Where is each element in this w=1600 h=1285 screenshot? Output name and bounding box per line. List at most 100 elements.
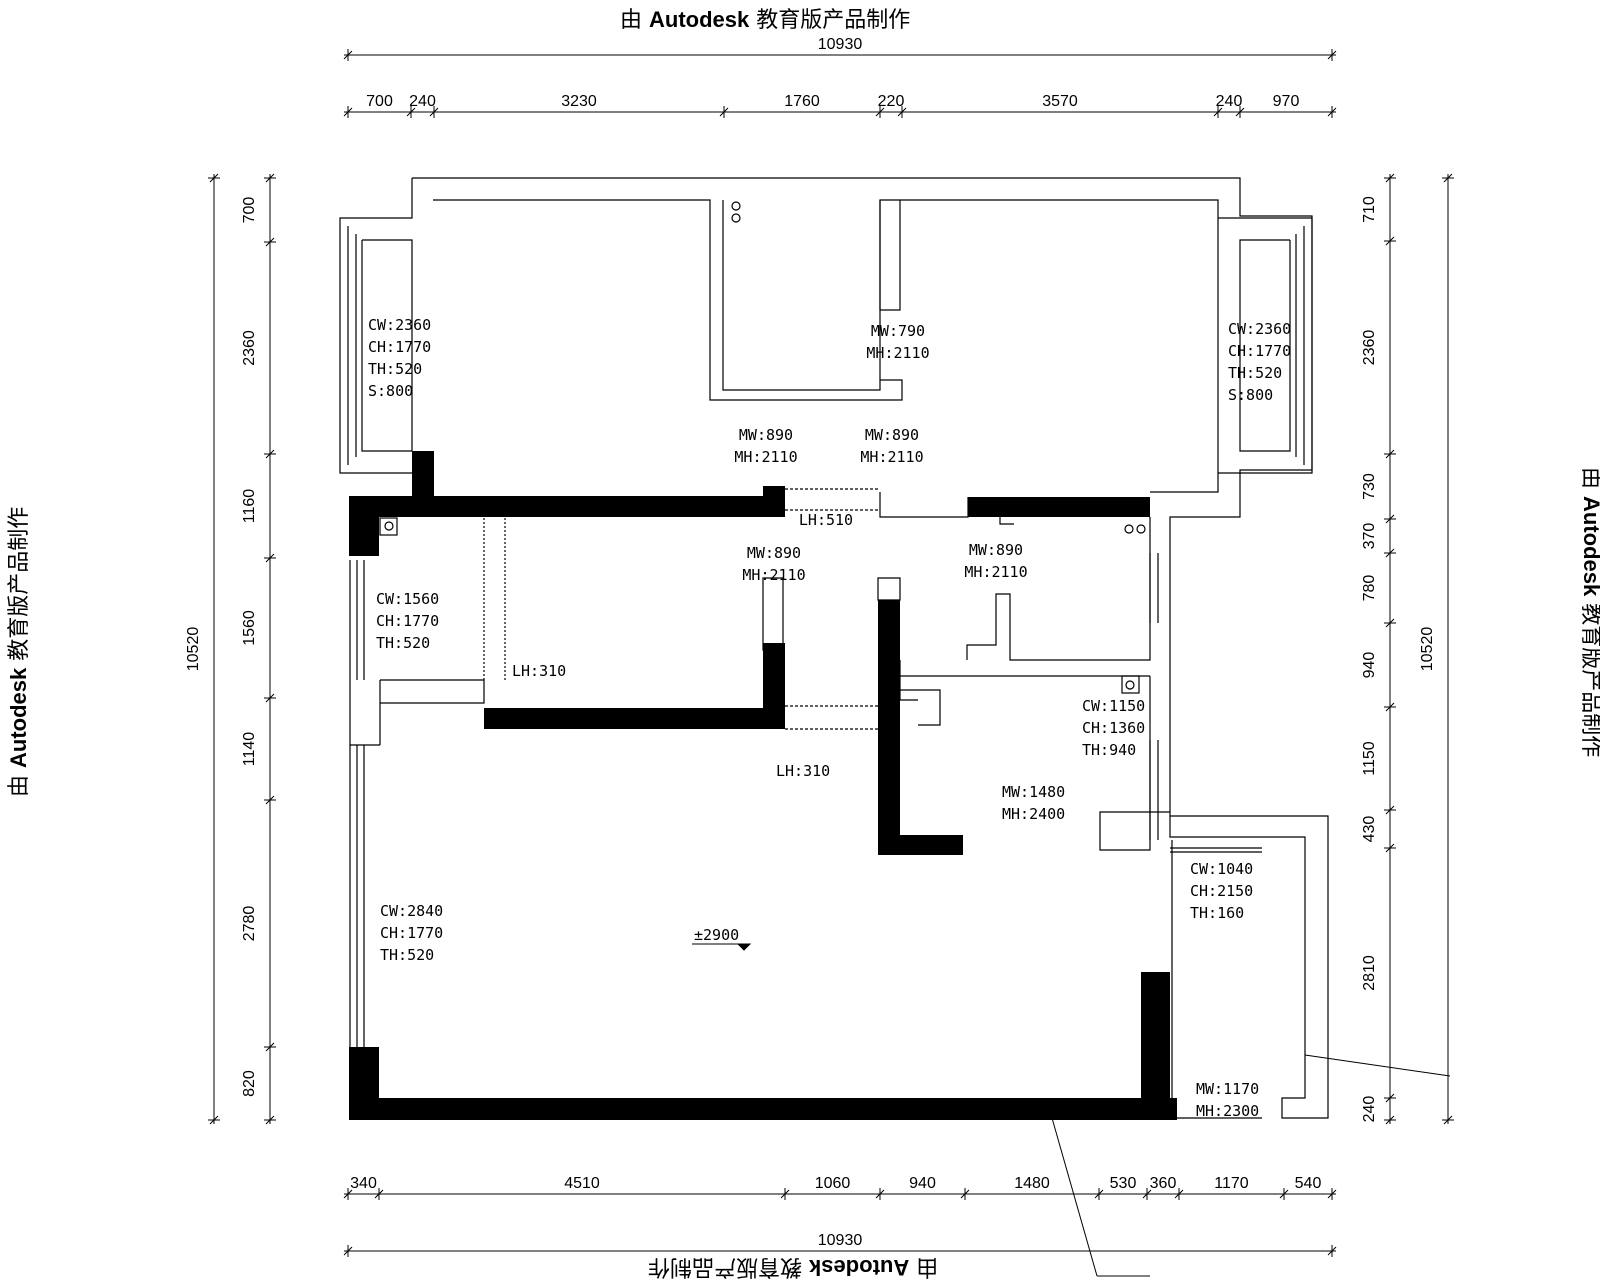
- closet-line: [722, 200, 881, 391]
- dim-tick: [1327, 1189, 1337, 1199]
- dim-tick: [1279, 1189, 1289, 1199]
- annotation-win-1150: CH:1360: [1082, 719, 1145, 737]
- top-room-inner: [433, 199, 1219, 493]
- watermark-right: 由 Autodesk 教育版产品制作: [1577, 467, 1600, 797]
- bay-window-right: [1218, 217, 1313, 474]
- dim-label: 1060: [815, 1175, 851, 1192]
- dim-label: 700: [241, 197, 258, 224]
- watermark-brand: Autodesk: [1579, 496, 1600, 597]
- dim-tick: [1235, 107, 1245, 117]
- dim-label: 2360: [241, 330, 258, 366]
- annotation-door-890-a: MW:890: [739, 426, 793, 444]
- dim-label: 2810: [1361, 955, 1378, 991]
- annotation-door-890-b: MH:2110: [860, 448, 923, 466]
- dim-tick: [1385, 548, 1395, 558]
- annotation-win-top-left: CW:2360: [368, 316, 431, 334]
- annotation-door-890-a: MH:2110: [734, 448, 797, 466]
- column-marker: [379, 517, 398, 536]
- dim-label: 220: [878, 93, 905, 110]
- dim-tick: [780, 1189, 790, 1199]
- annotation-door-890-c: MH:2110: [742, 566, 805, 584]
- dim-label: 3570: [1042, 93, 1078, 110]
- dim-tick: [1327, 107, 1337, 117]
- dim-label: 780: [1361, 575, 1378, 602]
- dim-tick: [343, 1246, 353, 1256]
- watermark-left: 由 Autodesk 教育版产品制作: [1, 467, 33, 797]
- annotation-win-1560: TH:520: [376, 634, 430, 652]
- dim-tick: [897, 107, 907, 117]
- solid-wall: [349, 496, 379, 556]
- dim-tick: [343, 107, 353, 117]
- solid-wall: [763, 486, 785, 507]
- annotation-door-890-d: MH:2110: [964, 563, 1027, 581]
- dim-tick: [1213, 107, 1223, 117]
- dim-label: 10520: [1419, 627, 1436, 672]
- dim-tick: [406, 107, 416, 117]
- solid-wall: [763, 643, 785, 729]
- dim-label: 540: [1295, 1175, 1322, 1192]
- dim-label: 340: [350, 1175, 377, 1192]
- dim-tick: [1327, 1246, 1337, 1256]
- dim-label: 940: [1361, 652, 1378, 679]
- annotation-win-top-right: CW:2360: [1228, 320, 1291, 338]
- annotation-win-2840: CH:1770: [380, 924, 443, 942]
- annotation-win-top-right: CH:1770: [1228, 342, 1291, 360]
- column-marker-dot: [384, 521, 394, 531]
- corridor-walls: [349, 679, 485, 746]
- watermark-brand: Autodesk: [809, 1255, 910, 1280]
- annotation-beam-310-a: LH:310: [512, 662, 566, 680]
- annotation-win-top-left: S:800: [368, 382, 413, 400]
- annotation-win-top-left: CH:1770: [368, 338, 431, 356]
- watermark-suffix: 教育版产品制作: [756, 8, 911, 33]
- solid-wall: [349, 496, 785, 517]
- watermark-suffix: 教育版产品制作: [7, 506, 32, 661]
- dim-tick: [265, 553, 275, 563]
- watermark-brand: Autodesk: [649, 7, 750, 32]
- dim-label: 240: [1361, 1096, 1378, 1123]
- annotation-win-top-right: TH:520: [1228, 364, 1282, 382]
- annotation-win-1150: CW:1150: [1082, 697, 1145, 715]
- drain-circle: [1136, 524, 1146, 534]
- annotation-door-1480: MW:1480: [1002, 783, 1065, 801]
- solid-walls: [349, 451, 1177, 1120]
- column-marker-dot: [1125, 680, 1135, 690]
- annotation-door-890-c: MW:890: [747, 544, 801, 562]
- solid-wall: [349, 1098, 1177, 1120]
- annotation-door-790: MW:790: [871, 322, 925, 340]
- annotation-door-1170: MW:1170: [1196, 1080, 1259, 1098]
- dim-label: 1560: [241, 610, 258, 646]
- elevation-marker-icon: [736, 943, 752, 951]
- dim-label: 4510: [564, 1175, 600, 1192]
- left-windows: [349, 560, 365, 1047]
- watermark-prefix: 由: [916, 1254, 939, 1279]
- dim-tick: [265, 173, 275, 183]
- dim-tick: [1385, 1115, 1395, 1125]
- dim-label: 2780: [241, 906, 258, 942]
- outer-wall-outline: [412, 177, 1329, 1119]
- annotation-door-1170: MH:2300: [1196, 1102, 1259, 1120]
- annotation-beam-310-b: LH:310: [776, 762, 830, 780]
- annotation-win-1150: TH:940: [1082, 741, 1136, 759]
- balcony-door: [1170, 847, 1262, 853]
- dim-tick: [1385, 618, 1395, 628]
- dim-label: 370: [1361, 523, 1378, 550]
- annotation-win-1560: CH:1770: [376, 612, 439, 630]
- dim-label: 240: [1216, 93, 1243, 110]
- dim-tick: [265, 693, 275, 703]
- dim-tick: [1174, 1189, 1184, 1199]
- leader-line: [1051, 1117, 1098, 1277]
- watermark-brand: Autodesk: [6, 667, 31, 768]
- dim-tick: [1142, 1189, 1152, 1199]
- watermark-suffix: 教育版产品制作: [1578, 603, 1600, 758]
- leader-lines: [1051, 1054, 1451, 1277]
- dim-label: 10520: [185, 627, 202, 672]
- dim-tick: [1385, 236, 1395, 246]
- dim-label: 360: [1150, 1175, 1177, 1192]
- leader-line: [1304, 1054, 1451, 1077]
- beam-dashed: [785, 705, 880, 730]
- solid-wall: [968, 497, 1150, 517]
- dim-label: 730: [1361, 473, 1378, 500]
- dim-label: 1170: [1214, 1175, 1249, 1192]
